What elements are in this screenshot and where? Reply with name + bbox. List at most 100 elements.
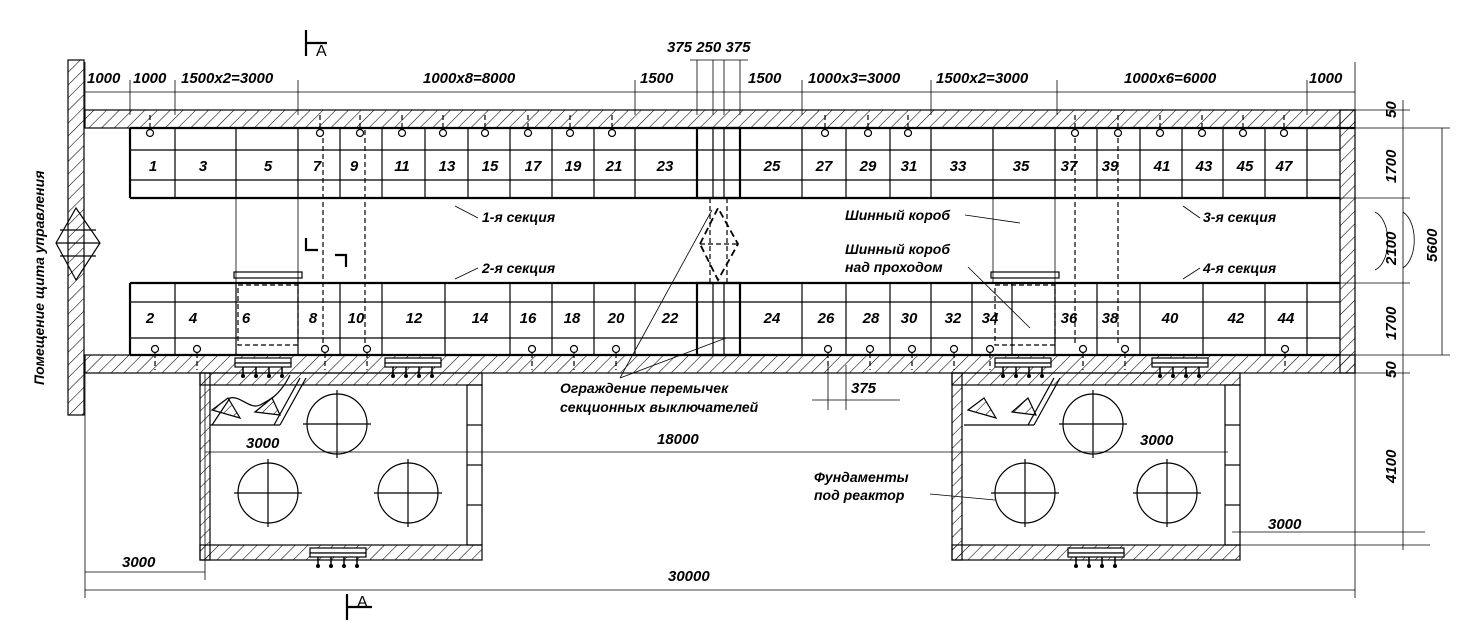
- outlet-marker: [355, 128, 365, 138]
- cell-number: 6: [242, 310, 251, 327]
- cell-number: 18: [564, 310, 581, 327]
- cell-number: 7: [313, 158, 322, 175]
- bus-duct-label: Шинный короб: [845, 207, 950, 223]
- dim-18000: 18000: [657, 431, 699, 448]
- outlet-marker: [1120, 344, 1130, 354]
- cell-number: 19: [565, 158, 582, 175]
- top-cell-dividers: [174, 128, 1308, 198]
- outlet-marker: [907, 344, 917, 354]
- section-cut-top: [304, 30, 327, 56]
- cell-number: 25: [763, 158, 781, 175]
- outlet-marker: [480, 128, 490, 138]
- cell-number: 30: [901, 310, 918, 327]
- outlet-marker: [823, 344, 833, 354]
- bushing-group: [1067, 547, 1125, 568]
- outlet-marker: [863, 128, 873, 138]
- dim-top-4: 1000x8=8000: [423, 70, 516, 87]
- cell-number: 39: [1102, 158, 1119, 175]
- cell-number: 4: [188, 310, 198, 327]
- cell-number: 10: [348, 310, 365, 327]
- cell-number: 33: [950, 158, 967, 175]
- cell-number: 3: [199, 158, 208, 175]
- cell-number: 41: [1153, 158, 1171, 175]
- cell-number: 31: [901, 158, 918, 175]
- cell-number: 38: [1102, 310, 1119, 327]
- bus-dash-links: [233, 130, 1119, 346]
- cell-number: 36: [1061, 310, 1078, 327]
- outlet-marker: [611, 344, 621, 354]
- cell-number: 11: [394, 158, 410, 175]
- dim-right-1700-top: 1700: [1383, 149, 1400, 183]
- dim-top-7: 1500: [748, 70, 782, 87]
- cell-number: 32: [945, 310, 962, 327]
- dim-top-8: 1000x3=3000: [808, 70, 901, 87]
- dim-top-2: 1000: [133, 70, 167, 87]
- cell-number: 34: [982, 310, 999, 327]
- outlet-marker: [820, 128, 830, 138]
- cell-number: 26: [817, 310, 835, 327]
- bushing-group: [1151, 357, 1209, 378]
- outlet-marker: [1113, 128, 1123, 138]
- dim-right-2100: 2100: [1383, 231, 1400, 266]
- sectional-breaker-link: [695, 126, 742, 357]
- outlet-marker: [527, 344, 537, 354]
- section-cut-bottom: [345, 594, 372, 620]
- outlet-marker: [565, 128, 575, 138]
- outlet-marker: [1155, 128, 1165, 138]
- dim-3000-left-inner: 3000: [246, 435, 280, 452]
- cell-number: 21: [605, 158, 623, 175]
- section-2-label: 2-я секция: [481, 260, 555, 276]
- outlet-marker: [569, 344, 579, 354]
- outlet-marker: [1238, 128, 1248, 138]
- dim-right-50-top: 50: [1383, 101, 1400, 118]
- cell-number: 1: [149, 158, 157, 175]
- foundations-label-1: Фундаменты: [814, 469, 909, 485]
- bushing-group: [384, 357, 442, 378]
- cell-number: 28: [862, 310, 880, 327]
- outlet-marker: [903, 128, 913, 138]
- cable-bushings: [234, 357, 1209, 568]
- outlet-marker: [145, 128, 155, 138]
- top-dimension-line: [84, 59, 1356, 115]
- dim-top-11: 1000: [1309, 70, 1343, 87]
- dim-3000-right-inner: 3000: [1140, 432, 1174, 449]
- control-room-label: Помещение щита управления: [31, 171, 47, 385]
- section-mark-top: A: [316, 43, 327, 60]
- outlet-marker: [438, 128, 448, 138]
- cell-number: 27: [815, 158, 833, 175]
- cell-number: 22: [661, 310, 679, 327]
- dim-top-10: 1000x6=6000: [1124, 70, 1217, 87]
- fence-label-2: секционных выключателей: [560, 399, 759, 415]
- cell-number: 47: [1275, 158, 1293, 175]
- dim-top-1: 1000: [87, 70, 121, 87]
- outlet-marker: [949, 344, 959, 354]
- cell-number: 42: [1227, 310, 1245, 327]
- outlet-marker: [150, 344, 160, 354]
- dim-top-3: 1500x2=3000: [181, 70, 274, 87]
- outlet-marker: [1280, 344, 1290, 354]
- outlet-marker: [397, 128, 407, 138]
- cell-number: 12: [406, 310, 423, 327]
- section-mark-bottom: A: [357, 594, 368, 611]
- cell-number: 2: [145, 310, 155, 327]
- cell-number: 40: [1161, 310, 1179, 327]
- cell-number: 13: [439, 158, 456, 175]
- cell-number: 20: [607, 310, 625, 327]
- dim-3000-right-outer: 3000: [1268, 516, 1302, 533]
- dim-right-1700-bottom: 1700: [1383, 306, 1400, 340]
- dim-right-5600: 5600: [1424, 228, 1441, 262]
- cell-number: 44: [1277, 310, 1295, 327]
- outlet-marker: [362, 344, 372, 354]
- cell-number: 29: [859, 158, 877, 175]
- outlet-marker: [1078, 344, 1088, 354]
- cell-number: 43: [1195, 158, 1213, 175]
- dim-top-9: 1500x2=3000: [936, 70, 1029, 87]
- cell-number: 8: [309, 310, 318, 327]
- bus-duct-over-pass-label-2: над проходом: [845, 259, 943, 275]
- dim-top-6: 375 250 375: [667, 39, 751, 56]
- cell-cable-outlets: [145, 115, 1290, 370]
- cell-number: 35: [1013, 158, 1030, 175]
- reactor-foundations-left: [210, 374, 442, 527]
